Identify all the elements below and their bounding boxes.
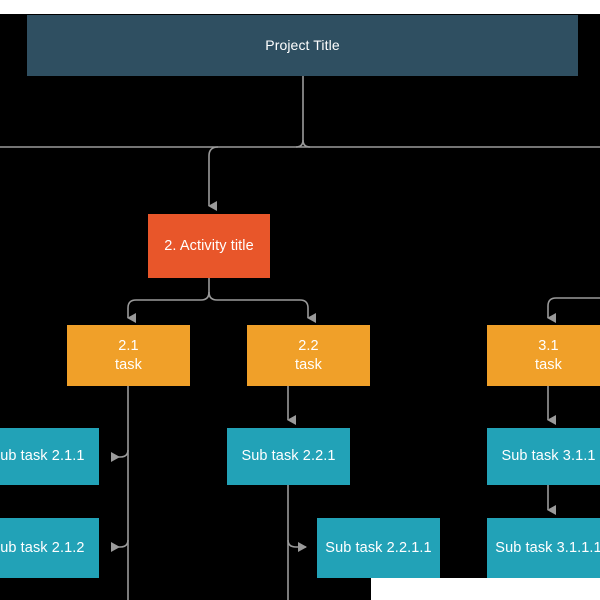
- node-label: Project Title: [265, 36, 340, 53]
- node-label-line2: task: [295, 356, 322, 373]
- node-label-line1: 2.1: [118, 338, 139, 355]
- node-subtask-2-2-1-1[interactable]: Sub task 2.2.1.1: [317, 518, 440, 578]
- node-project-title[interactable]: Project Title: [27, 15, 578, 76]
- node-label: Sub task 3.1.1.1: [495, 539, 600, 556]
- node-subtask-2-2-1[interactable]: Sub task 2.2.1: [227, 428, 350, 485]
- node-activity-2[interactable]: 2. Activity title: [148, 214, 270, 278]
- node-subtask-2-1-2[interactable]: Sub task 2.1.2: [0, 518, 99, 578]
- node-label: Sub task 2.1.2: [0, 539, 85, 556]
- node-task-2-1[interactable]: 2.1 task: [67, 325, 190, 386]
- node-label: Sub task 2.2.1.1: [325, 539, 432, 556]
- node-task-3-1[interactable]: 3.1 task: [487, 325, 600, 386]
- viewport-backdrop-lower-left: [0, 578, 371, 600]
- node-subtask-3-1-1-1[interactable]: Sub task 3.1.1.1: [487, 518, 600, 578]
- node-label-line2: task: [115, 356, 142, 373]
- node-label: 2. Activity title: [164, 237, 254, 254]
- node-label-line1: 2.2: [298, 338, 319, 355]
- node-label-line1: 3.1: [538, 338, 559, 355]
- node-subtask-3-1-1[interactable]: Sub task 3.1.1: [487, 428, 600, 485]
- node-label: Sub task 2.2.1: [241, 448, 336, 465]
- node-subtask-2-1-1[interactable]: Sub task 2.1.1: [0, 428, 99, 485]
- viewport-backdrop-main: [0, 14, 600, 578]
- node-task-2-2[interactable]: 2.2 task: [247, 325, 370, 386]
- node-label: Sub task 2.1.1: [0, 448, 85, 465]
- node-label: Sub task 3.1.1: [501, 448, 596, 465]
- node-label-line2: task: [535, 356, 562, 373]
